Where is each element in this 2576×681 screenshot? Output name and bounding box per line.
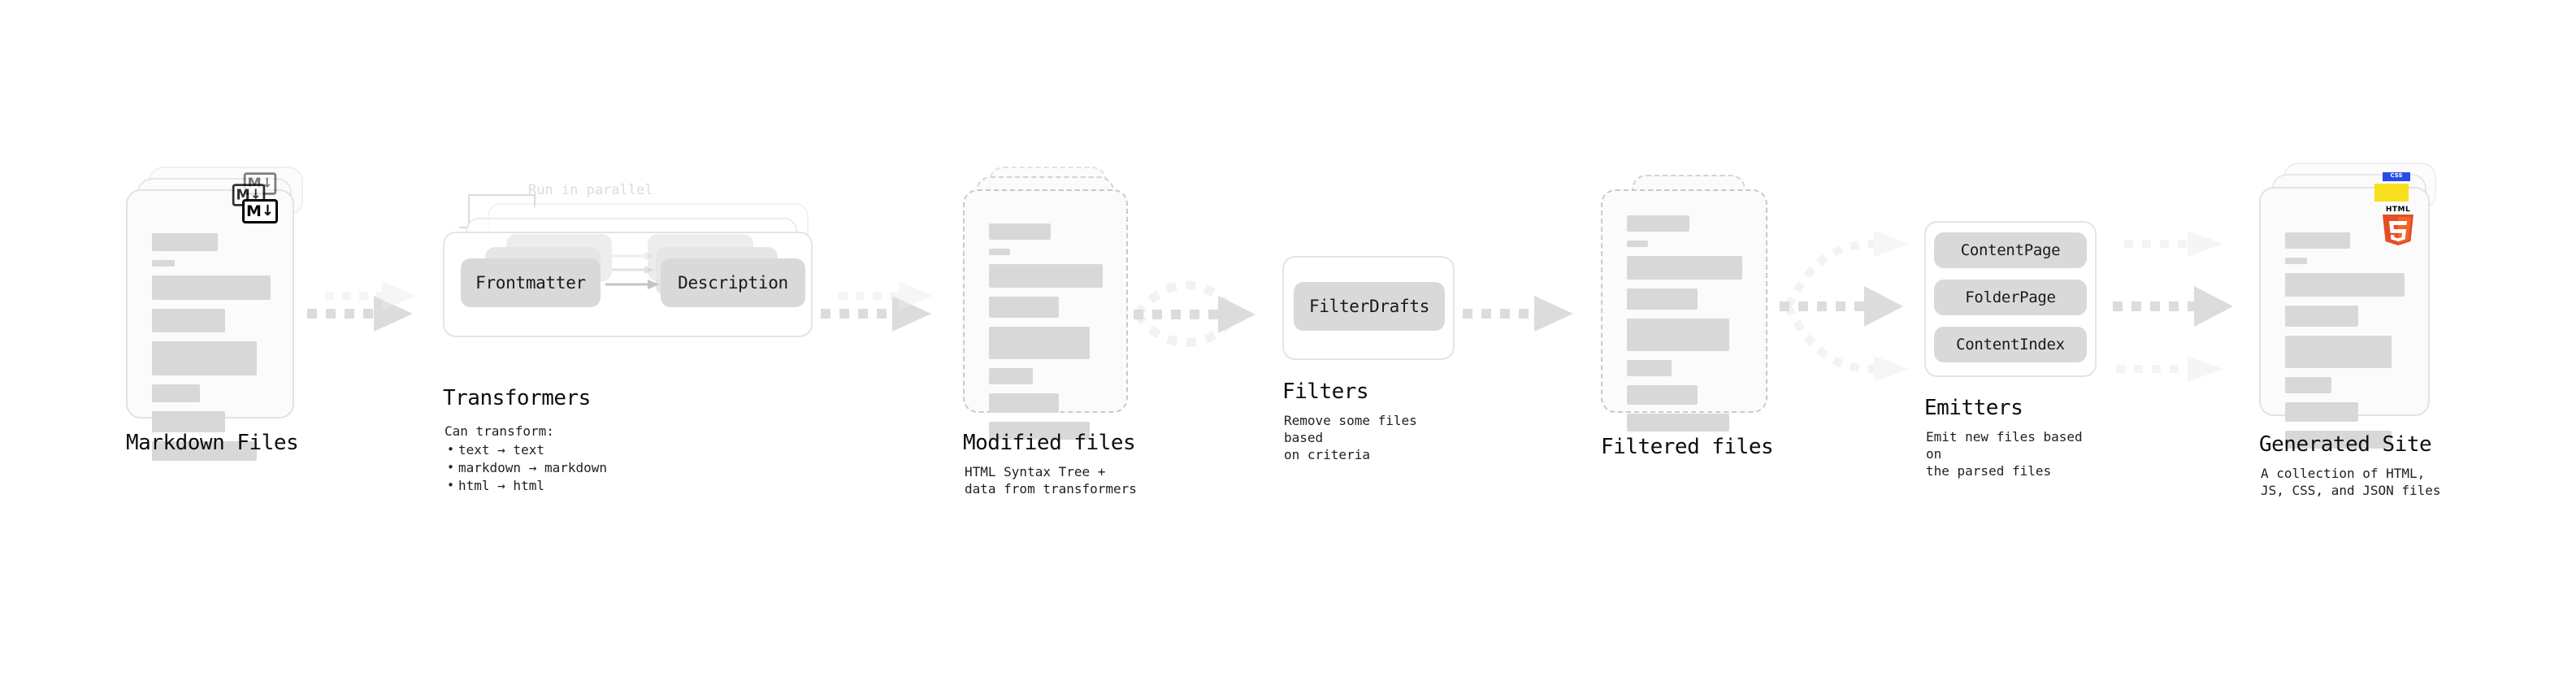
stage-caption-filters: Remove some files based on criteria — [1284, 413, 1417, 462]
emitter-pill-folderpage[interactable]: FolderPage — [1934, 280, 2087, 315]
stage-generated-site: CSS HTML Generated Site A collection of … — [2259, 163, 2450, 498]
stage-caption-generated-site: A collection of HTML, JS, CSS, and JSON … — [2261, 466, 2441, 498]
document-sheet-front — [2259, 187, 2430, 449]
markdown-badge-back-2: M↓ — [243, 172, 277, 195]
html5-badge: HTML — [2381, 206, 2415, 245]
connector-md-to-transformers — [307, 281, 416, 332]
document-skeleton — [989, 223, 1105, 449]
emitter-pill-contentpage[interactable]: ContentPage — [1934, 232, 2087, 268]
filter-pill-filterdrafts[interactable]: FilterDrafts — [1294, 282, 1445, 331]
html5-shield-icon — [2383, 215, 2413, 245]
filters-stack: FilterDrafts — [1282, 256, 1457, 362]
filtered-file-stack — [1601, 175, 1788, 432]
modified-file-stack — [963, 167, 1150, 440]
transformer-pill-description[interactable]: Description — [661, 258, 805, 307]
stage-title-emitters: Emitters — [1924, 396, 2023, 420]
stage-caption-emitters: Emit new files based on the parsed files — [1926, 429, 2083, 479]
markdown-file-stack: M↓ M↓ M↓ — [126, 167, 313, 461]
stage-title-transformers: Transformers — [443, 386, 591, 410]
stage-markdown-files: M↓ M↓ M↓ Markdown Files — [126, 167, 313, 461]
bullet-item: markdown → markdown — [445, 458, 607, 477]
transformers-stack: Run in parallel Frontmatter Description — [443, 182, 825, 358]
run-in-parallel-note: Run in parallel — [528, 182, 653, 198]
emitter-pill-contentindex[interactable]: ContentIndex — [1934, 327, 2087, 362]
document-sheet-front — [1601, 189, 1767, 432]
document-skeleton — [152, 233, 271, 470]
stage-title-modified-files: Modified files — [963, 431, 1136, 455]
stage-emitters: ContentPage FolderPage ContentIndex Emit… — [1924, 221, 2103, 479]
connector-modified-to-filters — [1134, 280, 1255, 348]
connector-filtered-to-emitters — [1780, 231, 1910, 382]
bullets: text → text markdown → markdown html → h… — [445, 440, 607, 495]
document-sheet-front — [126, 189, 294, 461]
stage-title-generated-site: Generated Site — [2259, 432, 2432, 457]
emitters-stack: ContentPage FolderPage ContentIndex — [1924, 221, 2103, 380]
connector-emitters-to-site — [2113, 231, 2233, 382]
transformer-inner-arrows — [605, 252, 659, 289]
document-sheet-front — [963, 189, 1128, 440]
stage-caption-modified-files: HTML Syntax Tree + data from transformer… — [965, 464, 1137, 497]
stage-transformers: Run in parallel Frontmatter Description … — [443, 182, 825, 494]
bullet-item: html → html — [445, 476, 607, 495]
stage-filters: FilterDrafts Filters Remove some files b… — [1282, 256, 1457, 462]
stage-title-filtered-files: Filtered files — [1601, 435, 1774, 459]
bullet-item: text → text — [445, 440, 607, 459]
stage-filtered-files: Filtered files — [1601, 175, 1788, 459]
transformer-pill-frontmatter[interactable]: Frontmatter — [461, 258, 601, 307]
stage-title-filters: Filters — [1282, 380, 1369, 404]
stage-title-markdown-files: Markdown Files — [126, 431, 299, 455]
markdown-badge: M↓ — [242, 199, 278, 223]
bullets-heading: Can transform: — [445, 423, 554, 439]
stage-modified-files: Modified files HTML Syntax Tree + data f… — [963, 167, 1150, 497]
javascript-badge — [2374, 184, 2409, 202]
document-skeleton — [2285, 232, 2407, 458]
connector-transformers-to-modified — [821, 281, 933, 332]
css-badge: CSS — [2383, 172, 2410, 181]
transformers-bullet-list: Can transform: text → text markdown → ma… — [445, 423, 607, 495]
document-skeleton — [1627, 215, 1745, 440]
connector-filters-to-filtered — [1463, 296, 1573, 332]
generated-site-stack: CSS HTML — [2259, 163, 2450, 449]
